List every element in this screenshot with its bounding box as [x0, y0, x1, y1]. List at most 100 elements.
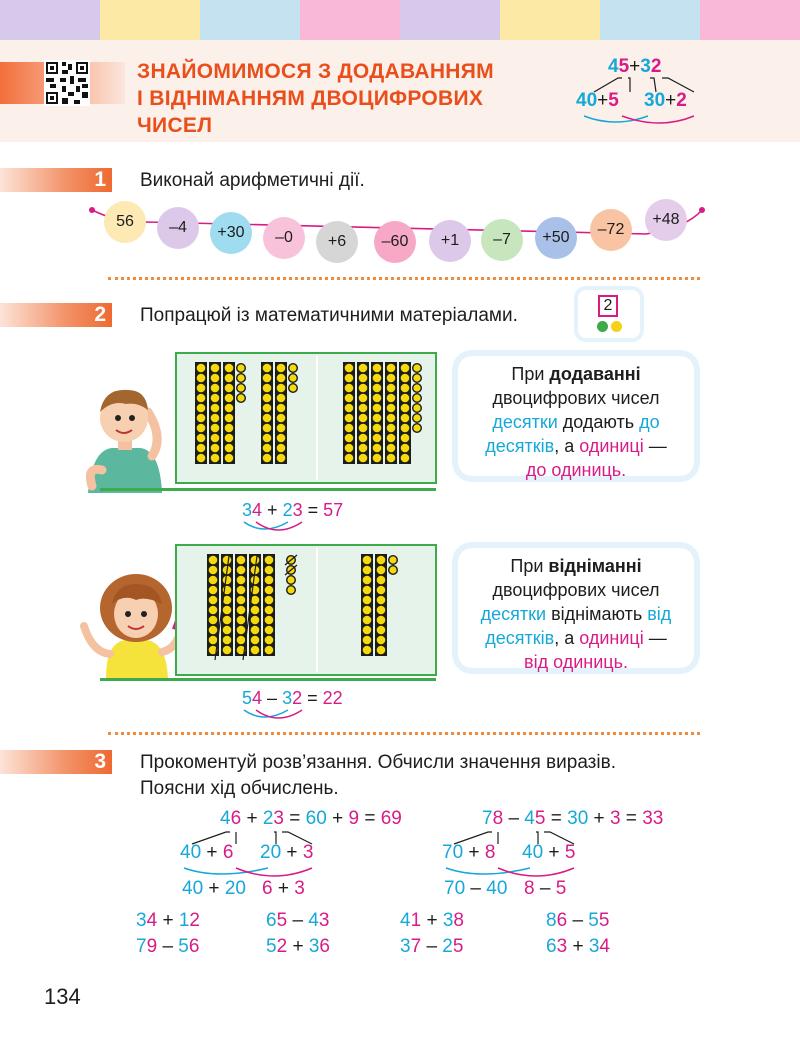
task-2-text: Попрацюй із математичними матеріалами.	[140, 305, 518, 326]
bead-item: –72	[590, 209, 632, 251]
unit-cube	[236, 373, 247, 384]
exercise-expression: 37 – 25	[400, 936, 464, 957]
addition-rule-box: При додаванні двоцифрових чисел десятки …	[458, 356, 694, 480]
worked-example-1-lines	[183, 831, 313, 877]
bead-item: +50	[535, 217, 577, 259]
bead-item: –0	[263, 217, 305, 259]
bead-item: +6	[316, 221, 358, 263]
task-1-number: 1	[0, 168, 112, 192]
exercise-expression: 86 – 55	[546, 910, 610, 931]
ten-rod	[261, 362, 273, 464]
unit-cube	[411, 413, 422, 424]
worked-example-2-top: 78 – 45 = 30 + 3 = 33	[482, 808, 664, 829]
page-title: ЗНАЙОМИМОСЯ З ДОДАВАННЯМ І ВІДНІМАННЯМ Д…	[137, 58, 557, 139]
task-3-line-2: Поясни хід обчислень.	[140, 778, 339, 799]
ten-rod	[209, 362, 221, 464]
divider-2	[108, 732, 700, 735]
title-line-2: І ВІДНІМАННЯМ ДВОЦИФРОВИХ	[137, 87, 484, 110]
worked-example-1-split-left: 40 + 6	[180, 842, 234, 863]
bead-item: +48	[645, 199, 687, 241]
panel-baseline	[100, 488, 436, 491]
unit-cube	[285, 575, 296, 586]
bead-item: +30	[210, 212, 252, 254]
bead-item: 56	[104, 201, 146, 243]
ten-rod	[249, 554, 261, 656]
task-3-text: Прокоментуй розв’язання. Обчисли значенн…	[140, 750, 700, 802]
ten-rod	[371, 362, 383, 464]
unit-cube	[387, 565, 398, 576]
worked-example-1-top: 46 + 23 = 60 + 9 = 69	[220, 808, 402, 829]
task-2-number: 2	[0, 303, 112, 327]
unit-cube	[236, 393, 247, 404]
ten-rod	[375, 554, 387, 656]
ten-rod	[399, 362, 411, 464]
ten-rod	[385, 362, 397, 464]
unit-cube	[287, 383, 298, 394]
header-example-top: 45+32	[608, 56, 662, 77]
ten-rod	[275, 362, 287, 464]
worked-example-2-lines	[445, 831, 575, 877]
task-1-text: Виконай арифметичні дії.	[140, 170, 365, 191]
exercise-expression: 65 – 43	[266, 910, 330, 931]
ten-rod	[223, 362, 235, 464]
ten-rod	[357, 362, 369, 464]
worked-example-1-ones: 6 + 3	[262, 878, 305, 899]
ten-rod	[343, 362, 355, 464]
page-number: 134	[44, 984, 81, 1009]
unit-cube	[236, 383, 247, 394]
bead-item: –60	[374, 221, 416, 263]
exercise-expression: 63 + 34	[546, 936, 610, 957]
panel-baseline	[100, 678, 436, 681]
exercise-expression: 52 + 36	[266, 936, 330, 957]
unit-cube	[411, 422, 422, 433]
header-example-left: 40+5	[576, 90, 619, 111]
ten-rod	[263, 554, 275, 656]
addition-equation: 34 + 23 = 57	[242, 500, 344, 520]
title-line-1: ЗНАЙОМИМОСЯ З ДОДАВАННЯМ	[137, 60, 494, 83]
worked-example-2-ones: 8 – 5	[524, 878, 567, 899]
green-dot-icon	[597, 321, 608, 332]
exercise-expression: 34 + 12	[136, 910, 200, 931]
subtraction-equation: 54 – 32 = 22	[242, 688, 343, 708]
unit-cube	[411, 393, 422, 404]
exercise-expression: 41 + 38	[400, 910, 464, 931]
ten-rod	[221, 554, 233, 656]
worked-example-2-split-right: 40 + 5	[522, 842, 576, 863]
qr-code-icon[interactable]	[44, 60, 90, 106]
task-3-line-1: Прокоментуй розв’язання. Обчисли значенн…	[140, 752, 616, 773]
unit-cube	[287, 373, 298, 384]
materials-badge[interactable]: 2	[578, 290, 640, 338]
ten-rod	[207, 554, 219, 656]
panel-divider	[316, 356, 318, 480]
unit-cube	[236, 362, 247, 374]
bead-item: –7	[481, 219, 523, 261]
unit-cube	[287, 362, 298, 374]
worked-example-1-split-right: 20 + 3	[260, 842, 314, 863]
unit-cube	[387, 554, 398, 566]
top-color-bar	[0, 0, 800, 40]
addition-arrows	[243, 521, 303, 531]
unit-cube	[411, 373, 422, 384]
ten-rod	[361, 554, 373, 656]
header-example-right: 30+2	[644, 90, 687, 111]
subtraction-rule-box: При відніманні двоцифрових чисел десятки…	[458, 548, 694, 672]
title-line-3: ЧИСЕЛ	[137, 114, 213, 137]
addition-blocks	[195, 362, 422, 464]
worked-example-2-tens: 70 – 40	[444, 878, 508, 899]
worked-example-2-split-left: 70 + 8	[442, 842, 496, 863]
ten-rod	[195, 362, 207, 464]
header-example: 45+32 40+5 30+2	[570, 56, 710, 126]
boy-illustration	[85, 389, 162, 493]
yellow-dot-icon	[611, 321, 622, 332]
task-3-number: 3	[0, 750, 112, 774]
header-example-lines	[583, 77, 695, 124]
divider-1	[108, 277, 700, 280]
subtraction-blocks	[207, 554, 398, 661]
unit-cube	[411, 403, 422, 414]
girl-illustration	[80, 574, 186, 678]
header-background	[0, 40, 800, 142]
exercise-expression: 79 – 56	[136, 936, 200, 957]
panel-divider	[316, 548, 318, 672]
ten-rod	[235, 554, 247, 656]
badge-number: 2	[598, 295, 618, 317]
